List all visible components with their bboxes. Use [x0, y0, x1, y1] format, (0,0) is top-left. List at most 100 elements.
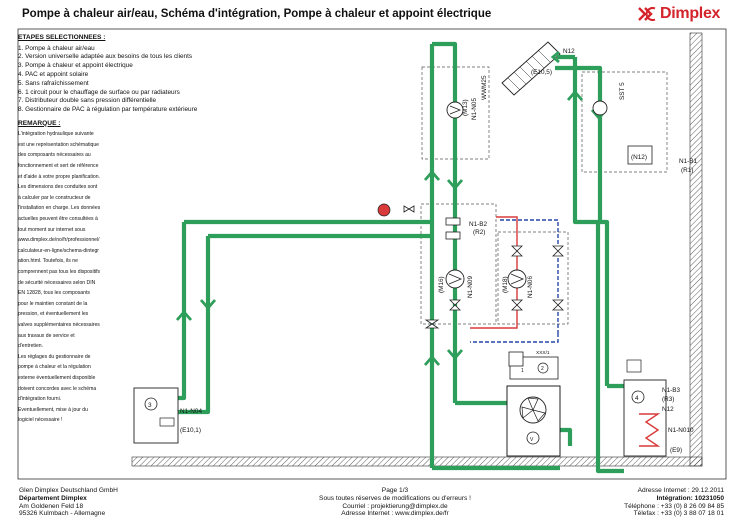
footer-company: Glen Dimplex Deutschland GmbH Départemen…	[19, 487, 118, 518]
label-e101: (E10,1)	[180, 427, 201, 434]
website[interactable]: Adresse Internet : www.dimplex.de/fr	[341, 510, 449, 518]
label-e9: (E9)	[670, 447, 682, 454]
label-e105: (E10,5)	[531, 69, 552, 76]
remark-line: Les réglages du gestionnaire de	[18, 353, 91, 360]
step-item: 5. Sans rafraîchissement	[18, 79, 89, 87]
remark-line: Les dimensions des conduites sont	[18, 184, 98, 191]
email[interactable]: Courriel : projektierung@dimplex.de	[342, 502, 448, 510]
remark-line: est une représentation schématique	[18, 141, 99, 148]
remark-line: actuelles peuvent être consultées à	[18, 216, 98, 222]
page-title: Pompe à chaleur air/eau, Schéma d'intégr…	[22, 8, 492, 20]
remark-line: d'intégration fourni.	[18, 396, 62, 403]
remark-line: comprennent pas tous les dispositifs	[18, 268, 101, 275]
remark-line: à calculer par le constructeur de	[18, 194, 91, 201]
footer-contact: Adresse Internet : 29.12.2011 Intégratio…	[624, 487, 724, 518]
dimplex-logo-icon	[638, 7, 656, 21]
label-n12-ctrl: (N12)	[631, 154, 647, 161]
remark-line: externe éventuellement disponible	[18, 374, 96, 381]
remark-line: pour le maintien constant de la	[18, 300, 88, 307]
label-n1n010: N1-N010	[668, 427, 694, 434]
label-tank4: 4	[635, 395, 639, 402]
integration-id: Intégration: 10231050	[656, 494, 724, 502]
remark-line: fonctionnement et sert de référence	[18, 163, 99, 170]
reserve-note: Sous toutes réserves de modifications ou…	[319, 494, 471, 502]
remark-line: L'intégration hydraulique suivante	[18, 131, 94, 138]
label-n1n09: N1-N09	[467, 276, 474, 298]
buffer-tank-3	[133, 387, 179, 444]
phone: Téléphone : +33 (0) 8 26 09 84 85	[624, 502, 724, 510]
label-xxx: XXX/1	[536, 350, 550, 356]
remark-line: pression, et éventuellement les	[18, 311, 89, 318]
label-fan-v: V	[530, 437, 534, 443]
building-wall	[689, 32, 703, 467]
solar-collector	[501, 41, 561, 96]
label-m13: (M13)	[462, 99, 469, 116]
step-item: 7. Distributeur double sans pression dif…	[18, 97, 157, 105]
dhw-tank-4	[623, 359, 667, 457]
flow-arrows	[175, 50, 608, 366]
solar-station-box	[581, 71, 668, 173]
heat-pump-unit	[506, 351, 561, 457]
dimplex-logo: Dimplex	[638, 5, 720, 23]
fax: Télefax : +33 (0) 3 88 07 18 01	[633, 510, 724, 518]
remark-line: doivent concordes avec le schéma	[18, 385, 97, 392]
pumps	[445, 100, 608, 289]
label-m16: (M16)	[438, 276, 445, 293]
label-r2: (R2)	[473, 229, 485, 236]
label-n1b2: N1-B2	[469, 221, 488, 228]
remark-line: valves supplémentaires nécessaires	[18, 321, 100, 328]
label-tank3: 3	[148, 402, 152, 409]
remark-line: et d'aide à votre propre planification.	[18, 173, 100, 180]
remark-line: Eventuellement, mise à jour du	[18, 406, 88, 413]
footer-center: Page 1/3 Sous toutes réserves de modific…	[270, 487, 520, 518]
remark-line: ation.html. Toutefois, ils ne	[18, 258, 78, 265]
diagram-frame	[17, 28, 727, 480]
label-n12-top: N12	[563, 48, 575, 55]
remark-line: tout moment sur internet sous	[18, 226, 86, 233]
label-n1b1: N1-B1	[679, 158, 698, 165]
remark-text: L'intégration hydraulique suivante est u…	[18, 129, 146, 426]
dimplex-logo-text: Dimplex	[660, 5, 721, 22]
remark-line: d'entretien.	[18, 343, 44, 350]
floor	[131, 456, 703, 467]
label-sst5: SST 5	[619, 82, 626, 100]
company-name: Glen Dimplex Deutschland GmbH	[19, 487, 118, 494]
label-m18: (M18)	[502, 276, 509, 293]
date: Adresse Internet : 29.12.2011	[637, 487, 724, 494]
remark-line: calculateur-en-ligne/schema-dintegr	[18, 247, 99, 254]
heating-circuit-box	[497, 231, 569, 325]
remark-line: logiciel nécessaire !	[18, 417, 63, 424]
label-r3: (R3)	[662, 396, 674, 403]
label-n1n06: N1-N06	[527, 276, 534, 298]
notes-column: ETAPES SELECTIONNEES : 1. Pompe à chaleu…	[18, 34, 208, 426]
label-r1: (R1)	[681, 167, 693, 174]
label-n1n04: N1-N04	[180, 408, 202, 415]
label-n12-tank: N12	[662, 406, 674, 413]
city: 95326 Kulmbach - Allemagne	[19, 510, 106, 518]
pump-solar	[592, 100, 608, 116]
remark-line: www.dimplex.de/no/fr/professionnel/	[18, 237, 100, 244]
return-pipe-b	[470, 333, 559, 343]
step-item: 8. Gestionnaire de PAC à régulation par …	[18, 106, 198, 114]
label-n1b3: N1-B3	[662, 387, 681, 394]
step-item: 3. Pompe à chaleur et appoint électrique	[18, 62, 133, 70]
steps-heading: ETAPES SELECTIONNEES :	[18, 34, 106, 41]
distributor-box	[420, 203, 497, 325]
return-pipe-a	[500, 219, 559, 333]
remark-line: l'installation en charge. Les données	[18, 205, 101, 212]
steps-list: 1. Pompe à chaleur air/eau 2. Version un…	[18, 45, 208, 114]
step-item: 1. Pompe à chaleur air/eau	[18, 44, 95, 52]
department: Département Dimplex	[19, 494, 87, 502]
label-hp2: 2	[541, 366, 544, 372]
street: Am Goldenen Feld 18	[19, 502, 84, 510]
step-item: 2. Version universelle adaptée aux besoi…	[18, 53, 193, 61]
step-item: 6. 1 circuit pour le chauffage de surfac…	[18, 88, 180, 96]
remark-line: aux travaux de service et	[18, 332, 75, 339]
label-hp1: 1	[521, 368, 524, 374]
remark-line: des composants nécessaires au	[18, 152, 91, 159]
page-footer: Glen Dimplex Deutschland GmbH Départemen…	[0, 481, 746, 528]
page-number: Page 1/3	[381, 487, 409, 494]
step-item: 4. PAC et appoint solaire	[18, 70, 89, 78]
